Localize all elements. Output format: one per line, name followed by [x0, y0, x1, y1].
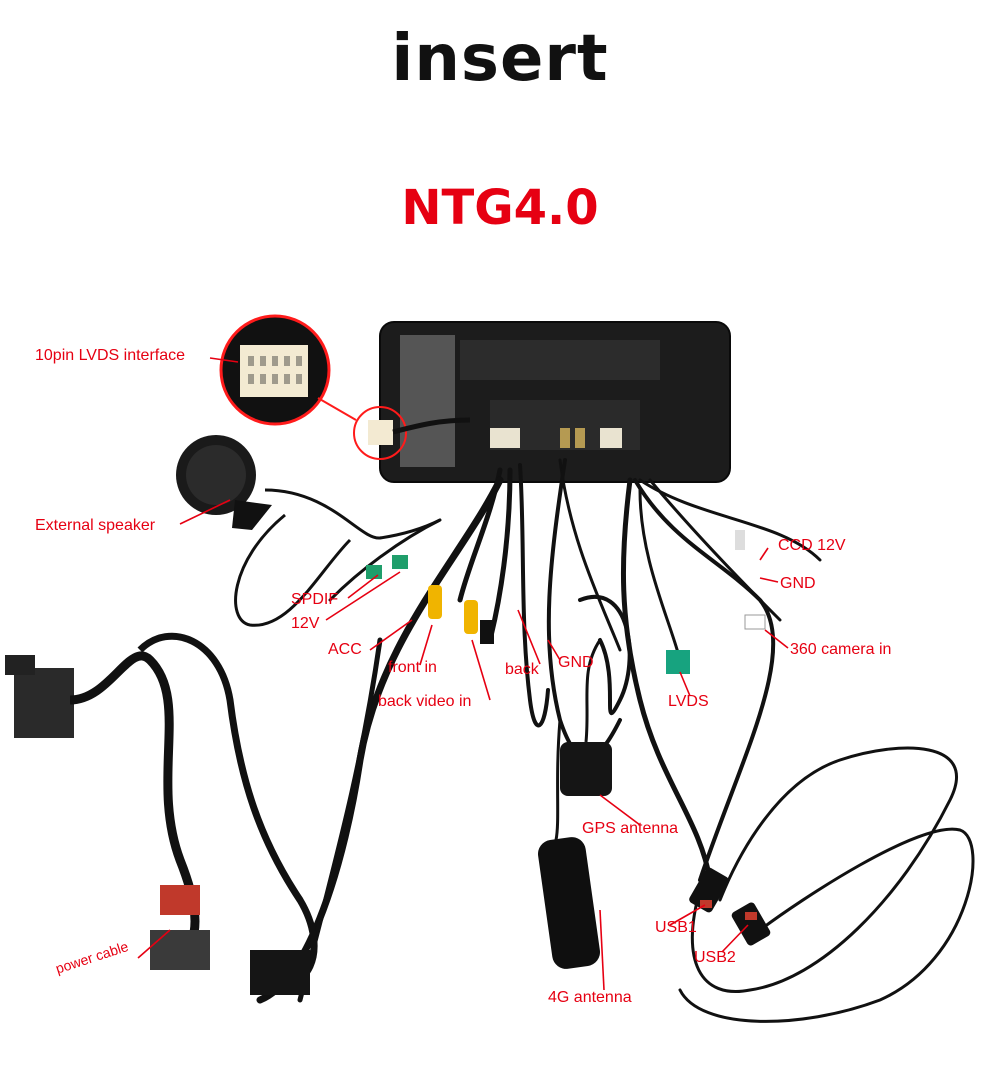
connectors — [366, 530, 766, 674]
external-speaker-part — [176, 435, 441, 627]
power-harness — [5, 632, 318, 995]
antenna-4g-part — [537, 837, 601, 969]
label-lvds: LVDS — [668, 693, 709, 710]
label-12v: 12V — [291, 615, 320, 632]
page-title: insert — [391, 22, 609, 96]
label-gnd-mid: GND — [558, 654, 594, 671]
usb-ends — [689, 867, 771, 946]
label-back: back — [505, 661, 539, 678]
label-360-camera: 360 camera in — [790, 641, 892, 658]
label-acc: ACC — [328, 641, 362, 658]
label-external-speaker: External speaker — [35, 517, 156, 534]
model-subtitle: NTG4.0 — [401, 180, 599, 236]
label-gps-antenna: GPS antenna — [582, 820, 679, 837]
lvds-connector-zoom — [219, 314, 471, 460]
label-4g-antenna: 4G antenna — [548, 989, 632, 1006]
label-front-in: front in — [388, 659, 437, 676]
label-lvds-interface: 10pin LVDS interface — [35, 347, 186, 364]
gps-antenna-part — [560, 639, 612, 796]
label-ccd-12v: CCD 12V — [778, 537, 846, 554]
pointer-lines — [137, 357, 789, 991]
label-back-video-in: back video in — [378, 693, 472, 710]
head-unit — [379, 321, 731, 483]
label-gnd-right: GND — [780, 575, 816, 592]
cable-bundles — [256, 458, 975, 1023]
label-usb1: USB1 — [655, 919, 697, 936]
label-usb2: USB2 — [694, 949, 736, 966]
label-spdif: SPDIF — [291, 591, 339, 608]
